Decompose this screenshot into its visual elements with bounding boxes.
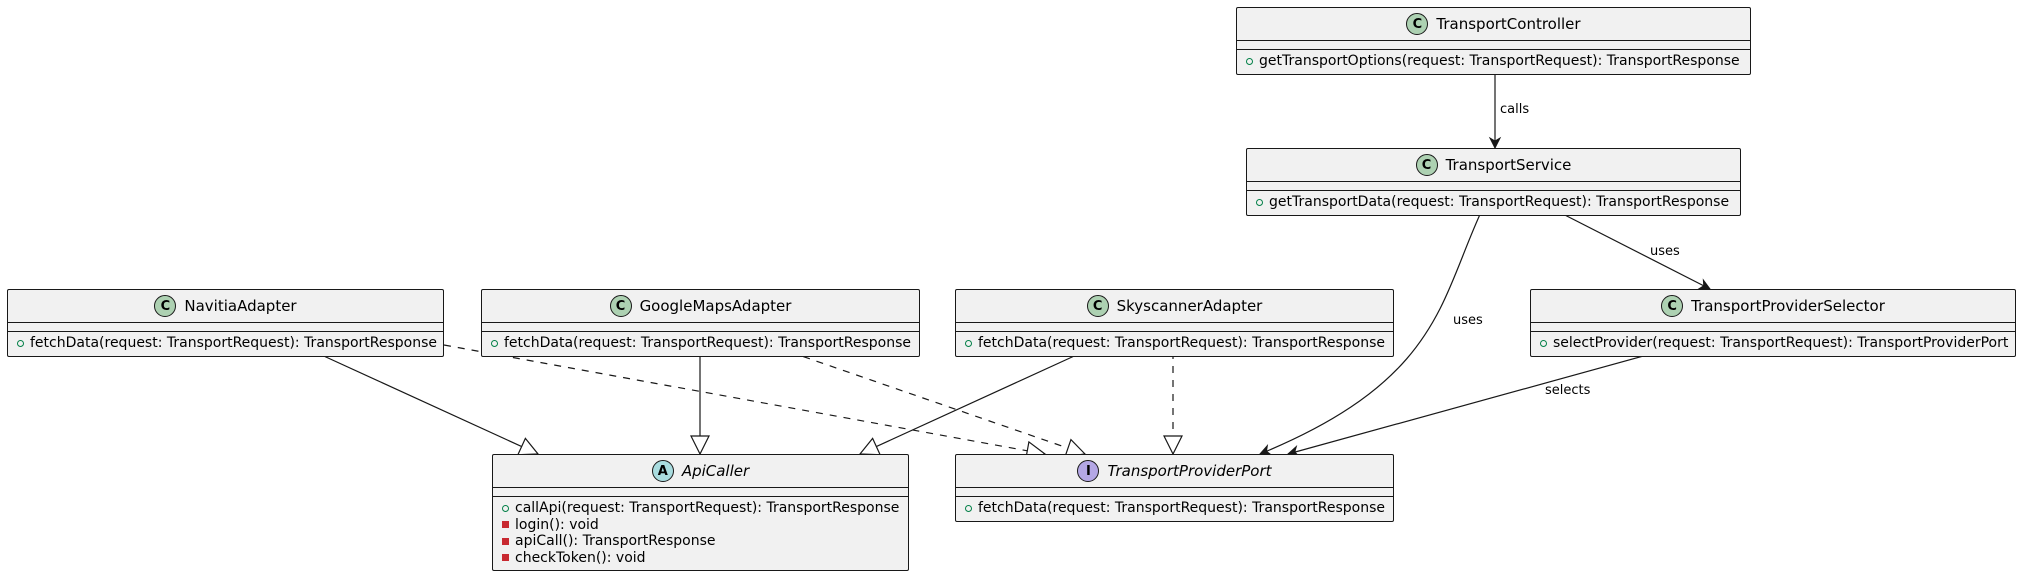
stereotype-c-icon: C: [154, 295, 177, 317]
relation-association-line: [1287, 351, 1659, 455]
arrowhead-icon: [1697, 278, 1711, 290]
class-header: C SkyscannerAdapter: [956, 290, 1393, 323]
public-visibility-icon: [1246, 57, 1253, 65]
method-row: fetchData(request: TransportRequest): Tr…: [482, 335, 919, 352]
relation-label: selects: [1545, 383, 1591, 398]
class-methods-section: selectProvider(request: TransportRequest…: [1531, 332, 2015, 356]
method-row: fetchData(request: TransportRequest): Tr…: [8, 335, 443, 352]
class-transport-service: C TransportService getTransportData(reques…: [1246, 148, 1741, 216]
method-signature: callApi(request: TransportRequest): Tran…: [515, 500, 900, 517]
public-visibility-icon: [17, 339, 24, 347]
method-signature: getTransportData(request: TransportReque…: [1269, 194, 1730, 211]
method-row: checkToken(): void: [493, 550, 908, 567]
class-header: C TransportProviderSelector: [1531, 290, 2015, 323]
class-name: GoogleMapsAdapter: [639, 297, 792, 315]
stereotype-c-icon: C: [609, 295, 632, 317]
method-row: fetchData(request: TransportRequest): Tr…: [956, 500, 1393, 517]
class-name: NavitiaAdapter: [184, 297, 297, 315]
class-skyscanner-adapter: C SkyscannerAdapter fetchData(request: Tra…: [955, 289, 1394, 357]
method-signature: getTransportOptions(request: TransportRe…: [1259, 53, 1740, 70]
stereotype-c-icon: C: [1086, 295, 1109, 317]
relation-association-line: [1554, 209, 1711, 290]
class-name: SkyscannerAdapter: [1116, 297, 1263, 315]
class-fields-section: [956, 488, 1393, 497]
class-transport-provider-port: I TransportProviderPort fetchData(request:…: [955, 454, 1394, 522]
public-visibility-icon: [1256, 198, 1263, 206]
method-row: apiCall(): TransportResponse: [493, 533, 908, 550]
method-signature: selectProvider(request: TransportRequest…: [1553, 335, 2009, 352]
method-row: selectProvider(request: TransportRequest…: [1531, 335, 2015, 352]
relation-implements-line: [789, 351, 1086, 455]
class-methods-section: fetchData(request: TransportRequest): Tr…: [482, 332, 919, 356]
class-name: TransportService: [1445, 156, 1572, 174]
class-name: ApiCaller: [681, 462, 750, 480]
class-header: C GoogleMapsAdapter: [482, 290, 919, 323]
class-header: C TransportController: [1237, 8, 1750, 41]
stereotype-c-icon: C: [1661, 295, 1684, 317]
class-fields-section: [1531, 323, 2015, 332]
class-header: C NavitiaAdapter: [8, 290, 443, 323]
relation-label: uses: [1453, 313, 1483, 328]
stereotype-i-icon: I: [1077, 460, 1100, 482]
relation-label: uses: [1650, 244, 1680, 259]
private-visibility-icon: [502, 521, 509, 529]
public-visibility-icon: [1540, 339, 1547, 347]
class-header: I TransportProviderPort: [956, 455, 1393, 488]
hollow-triangle-arrowhead-icon: [690, 435, 710, 456]
method-row: callApi(request: TransportRequest): Tran…: [493, 500, 908, 517]
class-transport-provider-selector: C TransportProviderSelector selectProvider…: [1530, 289, 2016, 357]
class-fields-section: [956, 323, 1393, 332]
class-api-caller: A ApiCaller callApi(request: TransportRequ…: [492, 454, 909, 571]
method-row: fetchData(request: TransportRequest): Tr…: [956, 335, 1393, 352]
method-row: login(): void: [493, 517, 908, 534]
relation-label: calls: [1500, 102, 1530, 117]
class-name: TransportProviderPort: [1107, 462, 1272, 480]
class-name: TransportController: [1436, 15, 1581, 33]
relation-extends-line: [314, 351, 539, 455]
class-name: TransportProviderSelector: [1691, 297, 1885, 315]
public-visibility-icon: [965, 339, 972, 347]
class-methods-section: getTransportOptions(request: TransportRe…: [1237, 50, 1750, 74]
class-header: A ApiCaller: [493, 455, 908, 488]
method-row: getTransportData(request: TransportReque…: [1247, 194, 1740, 211]
class-methods-section: fetchData(request: TransportRequest): Tr…: [956, 332, 1393, 356]
stereotype-c-icon: C: [1406, 13, 1429, 35]
class-methods-section: callApi(request: TransportRequest): Tran…: [493, 497, 908, 570]
class-googlemaps-adapter: C GoogleMapsAdapter fetchData(request: Tra…: [481, 289, 920, 357]
class-methods-section: fetchData(request: TransportRequest): Tr…: [956, 497, 1393, 521]
public-visibility-icon: [502, 504, 509, 512]
arrowhead-icon: [1488, 136, 1502, 150]
method-signature: fetchData(request: TransportRequest): Tr…: [30, 335, 437, 352]
class-fields-section: [1247, 182, 1740, 191]
stereotype-c-icon: C: [1415, 154, 1438, 176]
class-fields-section: [493, 488, 908, 497]
class-fields-section: [1237, 41, 1750, 50]
public-visibility-icon: [965, 504, 972, 512]
method-row: getTransportOptions(request: TransportRe…: [1237, 53, 1750, 70]
method-signature: apiCall(): TransportResponse: [515, 533, 716, 550]
class-header: C TransportService: [1247, 149, 1740, 182]
method-signature: fetchData(request: TransportRequest): Tr…: [978, 335, 1385, 352]
class-fields-section: [482, 323, 919, 332]
relation-association-line: [1259, 209, 1483, 455]
private-visibility-icon: [502, 537, 509, 545]
relation-implements-line: [443, 344, 1046, 455]
class-transport-controller: C TransportController getTransportOptions(…: [1236, 7, 1751, 75]
method-signature: checkToken(): void: [515, 549, 646, 566]
hollow-triangle-arrowhead-icon: [1163, 435, 1183, 456]
method-signature: fetchData(request: TransportRequest): Tr…: [978, 500, 1385, 517]
class-fields-section: [8, 323, 443, 332]
class-methods-section: getTransportData(request: TransportReque…: [1247, 191, 1740, 215]
class-navitia-adapter: C NavitiaAdapter fetchData(request: Transp…: [7, 289, 444, 357]
class-methods-section: fetchData(request: TransportRequest): Tr…: [8, 332, 443, 356]
method-signature: login(): void: [515, 516, 599, 533]
stereotype-a-icon: A: [651, 460, 674, 482]
method-signature: fetchData(request: TransportRequest): Tr…: [504, 335, 911, 352]
private-visibility-icon: [502, 554, 509, 562]
relation-extends-line: [859, 351, 1084, 455]
public-visibility-icon: [491, 339, 498, 347]
